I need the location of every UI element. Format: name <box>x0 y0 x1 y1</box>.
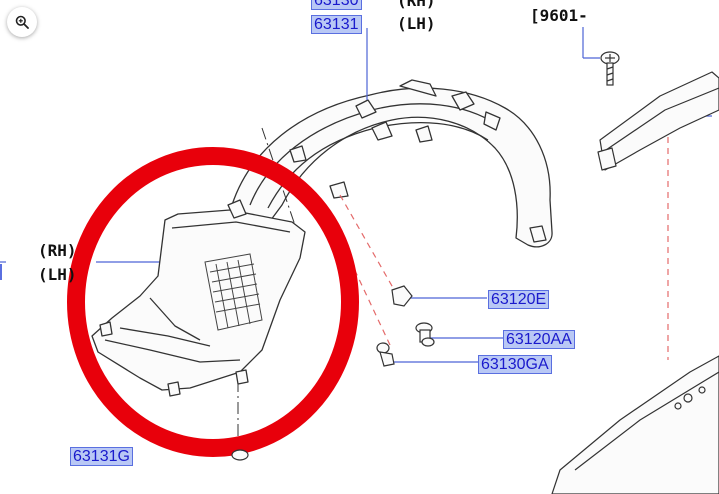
clip-63120AA <box>415 322 435 347</box>
zoom-in-magnifier-icon <box>15 15 29 29</box>
screw-9601 <box>600 51 620 86</box>
body-panel-upper-right <box>597 71 719 171</box>
splash-shield-lower <box>91 199 306 397</box>
label-rh-left: (RH) <box>38 241 77 260</box>
ref-9601: [9601- <box>530 6 588 25</box>
highlight-circle <box>67 147 359 457</box>
clip-63130GA <box>376 342 395 367</box>
callout-63130GA[interactable]: 63130GA <box>478 355 552 374</box>
callout-63130[interactable]: 63130 <box>311 0 362 10</box>
callout-63131G[interactable]: 63131G <box>70 447 133 466</box>
body-panel-lower-right <box>551 355 719 494</box>
callout-63131[interactable]: 63131 <box>311 15 362 34</box>
label-lh-top: (LH) <box>397 14 436 33</box>
zoom-in-button[interactable] <box>7 7 37 37</box>
clip-63131G <box>231 449 249 461</box>
partial-label-edge <box>0 264 2 280</box>
callout-63120AA[interactable]: 63120AA <box>503 330 575 349</box>
label-lh-left: (LH) <box>38 265 77 284</box>
callout-63120E[interactable]: 63120E <box>488 290 550 309</box>
centre-lines <box>237 127 301 455</box>
label-rh-top: (RH) <box>397 0 436 10</box>
clip-63120E <box>391 285 413 307</box>
guide-lines <box>339 126 669 360</box>
shield-grille <box>204 253 263 331</box>
